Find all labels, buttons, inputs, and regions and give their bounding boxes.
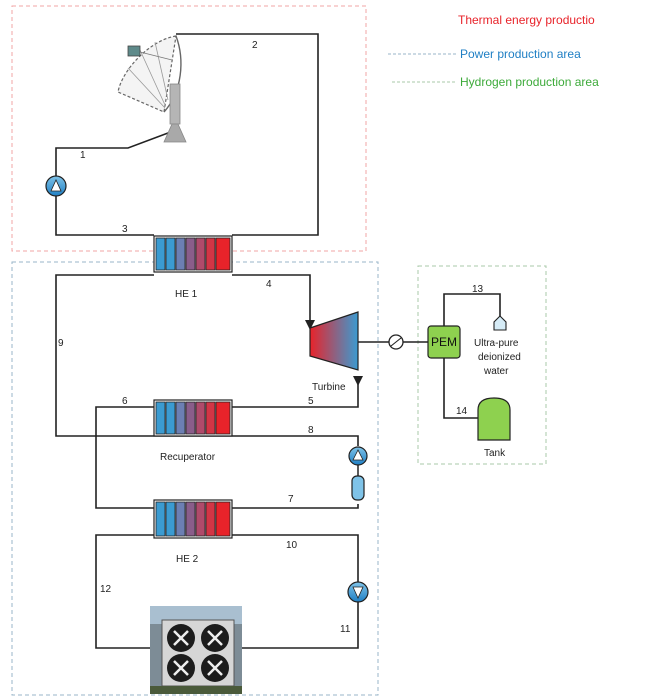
he2-heat-exchanger — [154, 500, 232, 538]
state-10-label: 10 — [286, 540, 298, 551]
state-14-label: 14 — [456, 406, 468, 417]
state-7-label: 7 — [288, 494, 294, 505]
he1-heat-exchanger — [154, 236, 232, 272]
solar-dish-icon — [118, 36, 186, 142]
state-9-label: 9 — [58, 338, 64, 349]
he1-label: HE 1 — [175, 289, 198, 300]
state-2-label: 2 — [252, 40, 258, 51]
state-3-label: 3 — [122, 224, 128, 235]
state-5-label: 5 — [308, 396, 314, 407]
legend-power-label: Power production area — [460, 47, 581, 61]
cooling-pump-icon — [348, 582, 368, 602]
compressor-pump-icon — [349, 447, 367, 465]
recuperator-heat-exchanger — [154, 400, 232, 436]
thermal-area-box — [12, 6, 366, 251]
tank-label: Tank — [484, 448, 506, 459]
state-8-label: 8 — [308, 425, 314, 436]
water-label-line1: Ultra-pure — [474, 338, 519, 349]
thermal-loop-lines — [56, 34, 318, 235]
state-11-label: 11 — [340, 624, 351, 635]
separator-icon — [352, 476, 364, 500]
tank-icon — [478, 398, 510, 440]
legend-hydrogen-label: Hydrogen production area — [460, 75, 599, 89]
turbine-icon — [310, 312, 358, 370]
state-6-label: 6 — [122, 396, 128, 407]
state-12-label: 12 — [100, 584, 112, 595]
water-vessel-icon — [494, 316, 506, 330]
state-13-label: 13 — [472, 284, 484, 295]
generator-icon — [389, 335, 403, 349]
pem-label: PEM — [431, 335, 457, 349]
thermal-pump-icon — [46, 176, 66, 196]
legend-thermal-label: Thermal energy productio — [458, 13, 595, 27]
water-label-line2: deionized — [478, 352, 521, 363]
dry-cooler-icon — [150, 606, 242, 694]
water-label-line3: water — [483, 366, 509, 377]
he2-label: HE 2 — [176, 554, 199, 565]
turbine-outlet-arrow — [353, 376, 363, 386]
state-1-label: 1 — [80, 150, 86, 161]
turbine-label: Turbine — [312, 382, 346, 393]
state-4-label: 4 — [266, 279, 272, 290]
recuperator-label: Recuperator — [160, 452, 216, 463]
